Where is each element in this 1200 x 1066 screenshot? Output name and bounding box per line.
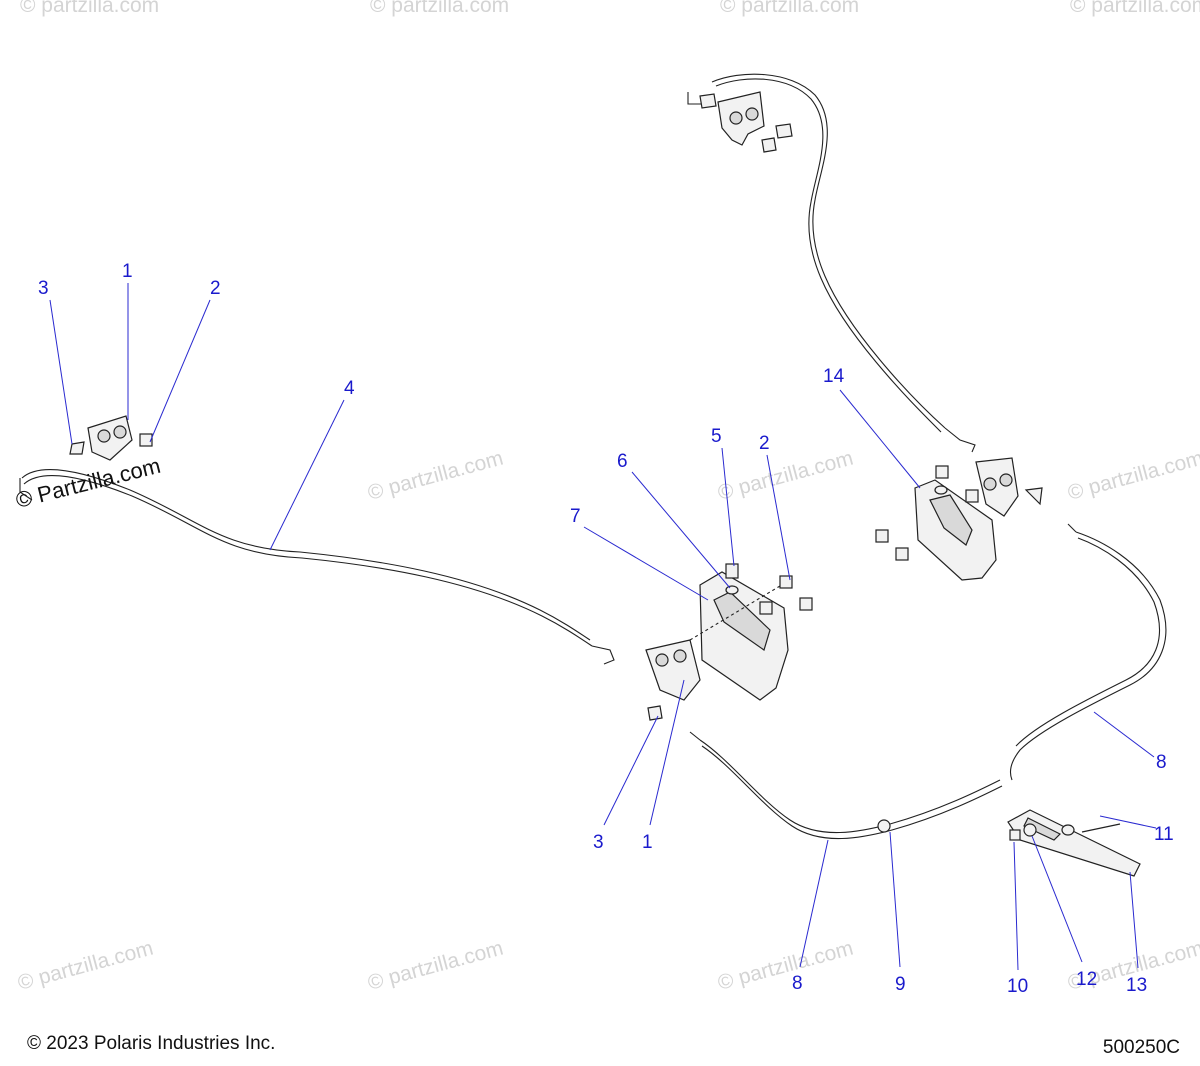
callout-labels: 1 2 3 4 14 5 2 6 7 3 1 8 11 8 9 10 12 13	[38, 261, 1174, 997]
callout-8: 8	[1156, 752, 1167, 773]
handle-assembly	[1007, 809, 1141, 877]
watermark: © partzilla.com	[20, 0, 159, 17]
watermark: © partzilla.com	[1070, 0, 1200, 17]
callout-13: 13	[1126, 975, 1147, 996]
upper-right-cable	[687, 73, 976, 453]
callout-8: 8	[792, 973, 803, 994]
callout-2: 2	[210, 278, 221, 299]
callout-1: 1	[122, 261, 133, 282]
watermark: © partzilla.com	[1065, 447, 1200, 505]
callout-7: 7	[570, 506, 581, 527]
watermark-dark: © Partzilla.com	[13, 453, 163, 513]
watermark: © partzilla.com	[715, 937, 855, 995]
callout-2: 2	[759, 433, 770, 454]
callout-4: 4	[344, 378, 355, 399]
callout-3: 3	[38, 278, 49, 299]
watermark: © partzilla.com	[715, 447, 855, 505]
callout-1: 1	[642, 832, 653, 853]
callout-6: 6	[617, 451, 628, 472]
callout-5: 5	[711, 426, 722, 447]
watermark: © partzilla.com	[720, 0, 859, 17]
watermark: © partzilla.com	[15, 937, 155, 995]
callout-14: 14	[823, 366, 845, 387]
left-latch	[69, 415, 153, 461]
upper-latch	[699, 91, 793, 153]
copyright-text: © 2023 Polaris Industries Inc.	[27, 1033, 276, 1054]
watermark-layer: © partzilla.com © partzilla.com © partzi…	[15, 0, 1200, 995]
center-bracket	[645, 563, 813, 721]
leader-lines	[49, 283, 1157, 971]
callout-12: 12	[1076, 969, 1097, 990]
diagram-id: 500250C	[1102, 1037, 1180, 1058]
cable-8-lower	[689, 731, 1003, 840]
callout-11: 11	[1154, 824, 1174, 845]
cable-8-upper	[1009, 523, 1167, 781]
right-bracket-assembly	[875, 457, 1043, 581]
callout-10: 10	[1007, 976, 1028, 997]
watermark: © partzilla.com	[365, 937, 505, 995]
watermark: © partzilla.com	[370, 0, 509, 17]
cable-4	[19, 468, 615, 665]
callout-9: 9	[895, 974, 906, 995]
watermark: © partzilla.com	[365, 447, 505, 505]
callout-3: 3	[593, 832, 604, 853]
